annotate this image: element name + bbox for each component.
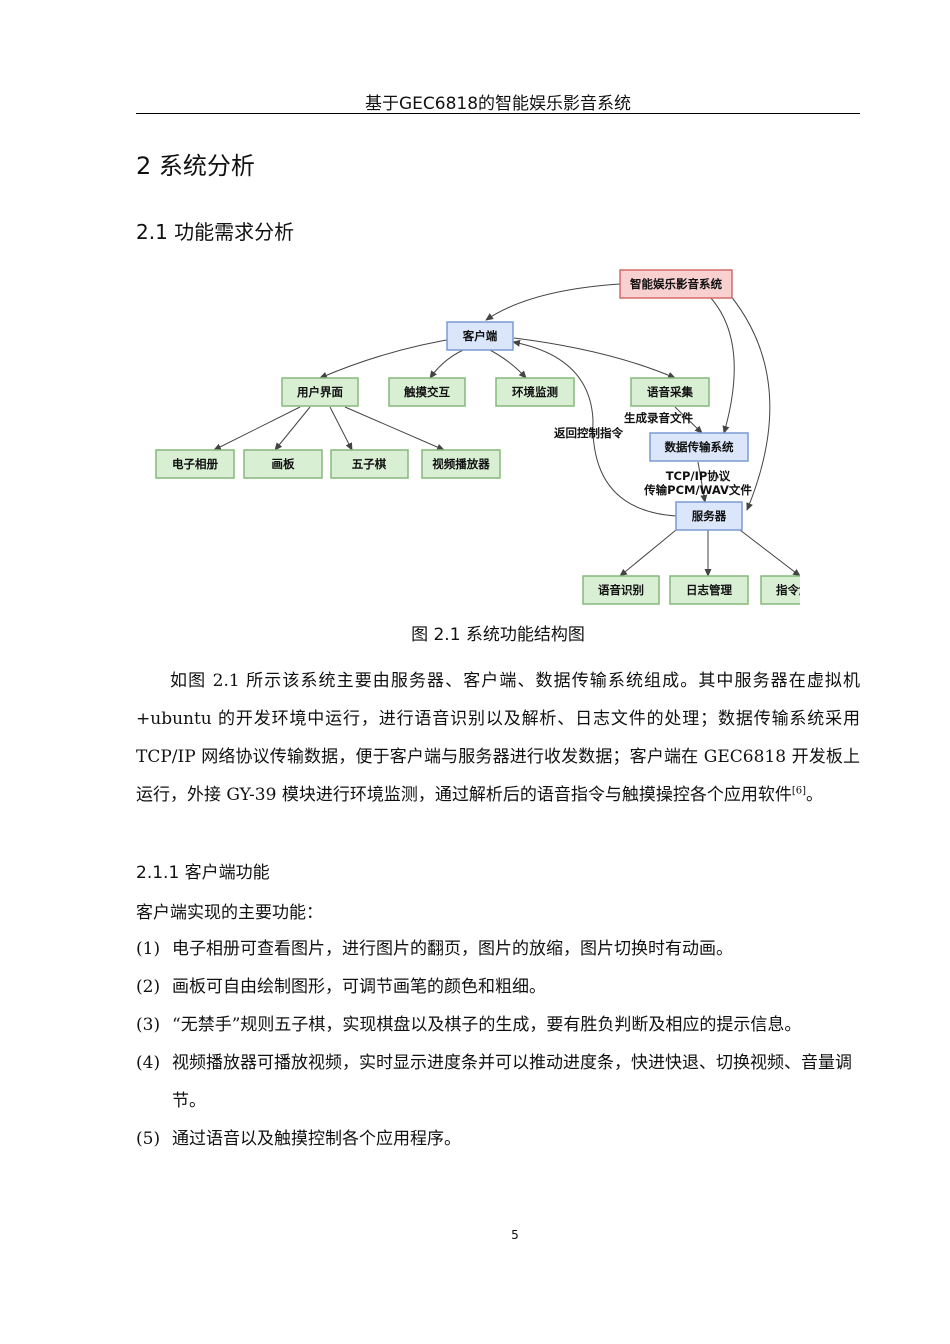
list-item-text: “无禁手”规则五子棋，实现棋盘以及棋子的生成，要有胜负判断及相应的提示信息。 <box>172 1015 802 1035</box>
list-item: (5) 通过语音以及触摸控制各个应用程序。 <box>136 1120 872 1158</box>
node-album: 电子相册 <box>155 449 235 479</box>
node-player: 视频播放器 <box>421 449 501 479</box>
page-number: 5 <box>511 1228 519 1242</box>
node-server: 服务器 <box>675 501 743 531</box>
node-board: 画板 <box>243 449 323 479</box>
edge-client-voice <box>513 337 676 379</box>
svg-text:触摸交互: 触摸交互 <box>403 385 450 399</box>
svg-text:语音采集: 语音采集 <box>647 385 693 399</box>
figure-caption: 图 2.1 系统功能结构图 <box>411 625 585 645</box>
citation: [6] <box>791 785 806 797</box>
edge-transfer-server <box>697 461 708 503</box>
system-structure-diagram: 智能娱乐影音系统 客户端 用户界面 触摸交互 环境监测 语音采集 电子相册 画板… <box>155 269 800 605</box>
node-gomoku: 五子棋 <box>330 449 409 479</box>
list-item-text: 画板可自由绘制图形，可调节画笔的颜色和粗细。 <box>172 977 546 997</box>
edge-ui-album <box>213 406 301 451</box>
list-item: (2) 画板可自由绘制图形，可调节画笔的颜色和粗细。 <box>136 968 872 1006</box>
paragraph-end: 。 <box>806 785 823 805</box>
svg-text:环境监测: 环境监测 <box>512 385 558 399</box>
subsection-title: 2.1 功能需求分析 <box>136 220 295 244</box>
svg-text:数据传输系统: 数据传输系统 <box>665 440 734 454</box>
node-touch: 触摸交互 <box>388 377 466 407</box>
list-item-number: (3) <box>136 1015 161 1035</box>
body-paragraph: 如图 2.1 所示该系统主要由服务器、客户端、数据传输系统组成。其中服务器在虚拟… <box>136 662 860 814</box>
edge-label-files: 传输PCM/WAV文件 <box>643 483 752 497</box>
feature-list: (1) 电子相册可查看图片，进行图片的翻页，图片的放缩，图片切换时有动画。 (2)… <box>136 930 872 1158</box>
node-voice: 语音采集 <box>630 377 710 407</box>
edge-ui-board <box>274 406 311 451</box>
edge-voice-transfer <box>674 406 703 434</box>
edge-root-server <box>729 294 771 511</box>
list-item: (3) “无禁手”规则五子棋，实现棋盘以及棋子的生成，要有胜负判断及相应的提示信息… <box>136 1006 872 1044</box>
subsubsection-title: 2.1.1 客户端功能 <box>136 863 270 883</box>
node-log: 日志管理 <box>669 575 749 605</box>
svg-text:语音识别: 语音识别 <box>598 583 644 597</box>
svg-text:日志管理: 日志管理 <box>686 583 732 597</box>
edge-client-ui <box>319 336 466 379</box>
edge-ui-gomoku <box>329 406 353 451</box>
node-root: 智能娱乐影音系统 <box>619 269 733 299</box>
svg-text:五子棋: 五子棋 <box>352 457 387 471</box>
svg-text:视频播放器: 视频播放器 <box>432 457 490 471</box>
node-parse: 指令解析 <box>760 575 800 605</box>
edge-root-transfer <box>709 296 735 434</box>
list-item-text: 通过语音以及触摸控制各个应用程序。 <box>172 1129 461 1149</box>
section-title: 2 系统分析 <box>136 152 255 180</box>
list-item-number: (1) <box>136 939 161 959</box>
edge-label-return: 返回控制指令 <box>554 426 623 440</box>
svg-text:指令解析: 指令解析 <box>776 583 800 597</box>
edge-ui-player <box>344 406 445 451</box>
edge-client-env <box>485 347 527 379</box>
list-item-number: (2) <box>136 977 161 997</box>
list-item: (4) 视频播放器可播放视频，实时显示进度条并可以推动进度条，快进快退、切换视频、… <box>136 1044 872 1120</box>
list-item-number: (4) <box>136 1053 161 1073</box>
node-asr: 语音识别 <box>582 575 660 605</box>
list-item: (1) 电子相册可查看图片，进行图片的翻页，图片的放缩，图片切换时有动画。 <box>136 930 872 968</box>
list-intro: 客户端实现的主要功能： <box>136 903 323 923</box>
header-rule <box>136 113 860 114</box>
edge-server-parse <box>739 529 800 577</box>
svg-text:画板: 画板 <box>272 457 295 471</box>
edge-label-proto: TCP/IP协议 <box>666 469 731 483</box>
edge-root-client <box>485 283 621 321</box>
list-item-text: 电子相册可查看图片，进行图片的翻页，图片的放缩，图片切换时有动画。 <box>172 939 733 959</box>
svg-text:服务器: 服务器 <box>692 509 727 523</box>
edge-server-client <box>512 339 677 517</box>
svg-text:智能娱乐影音系统: 智能娱乐影音系统 <box>630 277 722 291</box>
svg-text:电子相册: 电子相册 <box>172 457 218 471</box>
edge-server-asr <box>619 529 677 577</box>
node-client: 客户端 <box>446 321 514 351</box>
running-header: 基于GEC6818的智能娱乐影音系统 <box>364 94 632 114</box>
edge-client-touch <box>429 347 469 379</box>
list-item-number: (5) <box>136 1129 161 1149</box>
svg-text:客户端: 客户端 <box>462 329 498 343</box>
node-ui: 用户界面 <box>281 377 359 407</box>
paragraph-text: 如图 2.1 所示该系统主要由服务器、客户端、数据传输系统组成。其中服务器在虚拟… <box>136 671 860 805</box>
edge-label-record: 生成录音文件 <box>624 411 693 425</box>
node-env: 环境监测 <box>495 377 575 407</box>
svg-text:用户界面: 用户界面 <box>296 385 343 399</box>
node-transfer: 数据传输系统 <box>649 432 749 462</box>
list-item-text: 视频播放器可播放视频，实时显示进度条并可以推动进度条，快进快退、切换视频、音量调… <box>172 1053 852 1111</box>
